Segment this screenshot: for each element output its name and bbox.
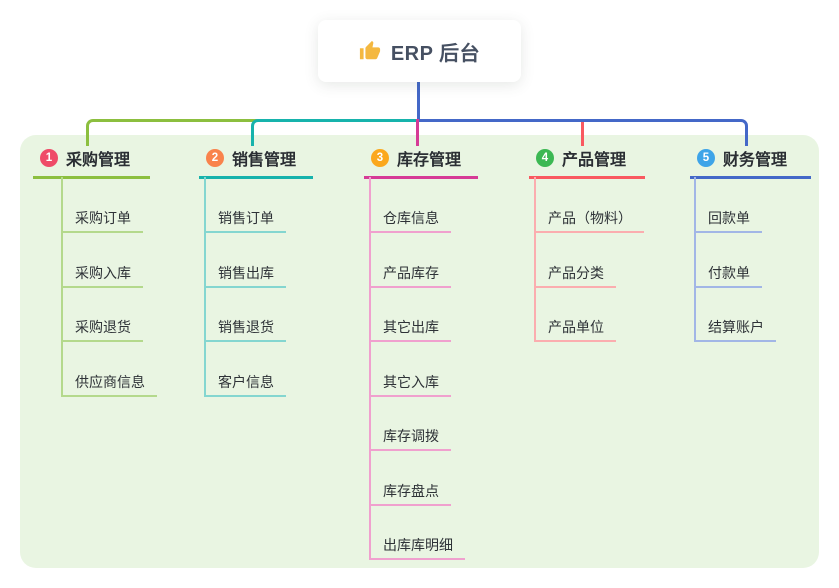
branch-badge-2: 2 [206, 149, 224, 167]
branch-header-3[interactable]: 3 库存管理 [364, 146, 478, 179]
thumbs-up-icon [359, 40, 380, 60]
connector-branch-5 [419, 119, 748, 146]
child-node[interactable]: 仓库信息 [369, 208, 451, 233]
root-title: ERP 后台 [390, 42, 481, 65]
child-node[interactable]: 销售退货 [204, 317, 286, 342]
child-node[interactable]: 出库库明细 [369, 535, 465, 560]
connector-branch-4 [581, 119, 584, 146]
connector-branch-2 [251, 119, 419, 146]
branch-spine-4 [534, 177, 536, 342]
branch-header-5[interactable]: 5 财务管理 [690, 146, 811, 179]
child-node[interactable]: 销售出库 [204, 263, 286, 288]
child-node[interactable]: 付款单 [694, 263, 762, 288]
branch-spine-3 [369, 177, 371, 560]
child-node[interactable]: 结算账户 [694, 317, 776, 342]
child-node[interactable]: 产品单位 [534, 317, 616, 342]
branch-header-2[interactable]: 2 销售管理 [199, 146, 313, 179]
branch-title-5: 财务管理 [723, 152, 788, 169]
branch-title-4: 产品管理 [562, 152, 627, 169]
child-node[interactable]: 其它出库 [369, 317, 451, 342]
mindmap-panel [20, 135, 819, 568]
branch-badge-1: 1 [40, 149, 58, 167]
child-node[interactable]: 库存调拨 [369, 426, 451, 451]
child-node[interactable]: 采购订单 [61, 208, 143, 233]
branch-badge-5: 5 [697, 149, 715, 167]
branch-spine-5 [694, 177, 696, 342]
branch-title-3: 库存管理 [397, 152, 462, 169]
child-node[interactable]: 产品库存 [369, 263, 451, 288]
branch-badge-3: 3 [371, 149, 389, 167]
child-node[interactable]: 产品分类 [534, 263, 616, 288]
child-node[interactable]: 产品（物料） [534, 208, 644, 233]
child-node[interactable]: 销售订单 [204, 208, 286, 233]
child-node[interactable]: 其它入库 [369, 372, 451, 397]
connector-branch-3 [416, 119, 419, 146]
branch-header-4[interactable]: 4 产品管理 [529, 146, 645, 179]
branch-title-1: 采购管理 [66, 152, 131, 169]
child-node[interactable]: 采购退货 [61, 317, 143, 342]
branch-badge-4: 4 [536, 149, 554, 167]
root-node[interactable]: ERP 后台 [318, 20, 521, 82]
child-node[interactable]: 供应商信息 [61, 372, 157, 397]
root-stem-line [417, 81, 420, 120]
child-node[interactable]: 库存盘点 [369, 481, 451, 506]
branch-header-1[interactable]: 1 采购管理 [33, 146, 150, 179]
child-node[interactable]: 采购入库 [61, 263, 143, 288]
branch-title-2: 销售管理 [232, 152, 297, 169]
child-node[interactable]: 客户信息 [204, 372, 286, 397]
child-node[interactable]: 回款单 [694, 208, 762, 233]
